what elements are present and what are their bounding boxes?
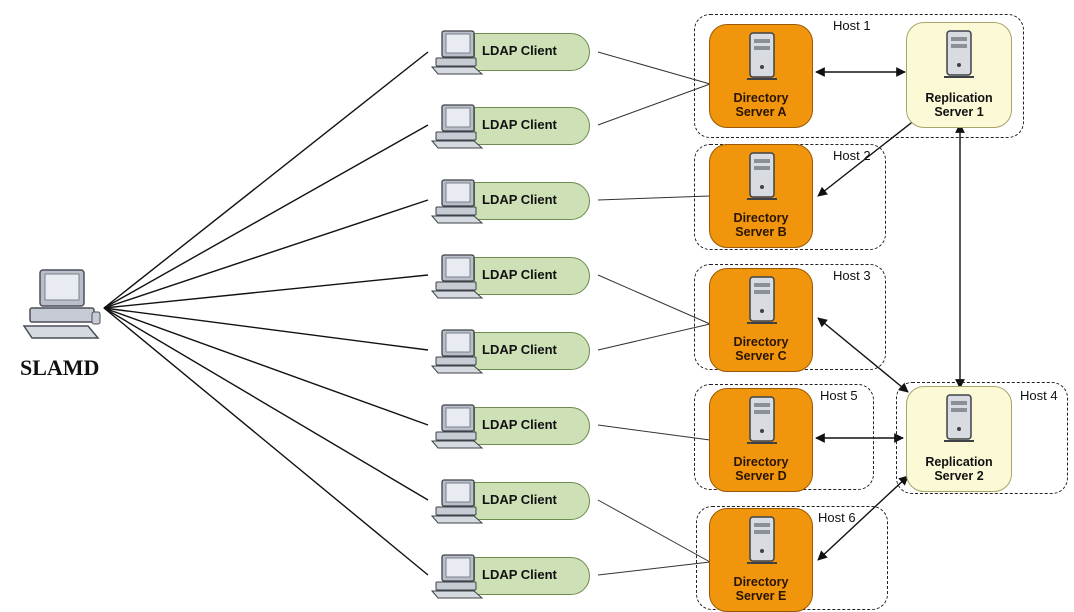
ldap-client-label: LDAP Client (482, 492, 557, 507)
directory-server-d-line2: Server D (735, 469, 787, 483)
directory-server-e-line2: Server E (735, 589, 787, 603)
host-4-box (896, 382, 1068, 494)
ldap-client-8: LDAP Client (430, 553, 590, 599)
ldap-client-label: LDAP Client (482, 117, 557, 132)
ldap-client-4: LDAP Client (430, 253, 590, 299)
directory-server-a-line1: Directory (733, 91, 789, 105)
replication-server-2-line2: Server 2 (934, 469, 984, 483)
ldap-client-pill (474, 482, 590, 520)
host-5-label: Host 5 (820, 388, 858, 403)
ldap-client-label: LDAP Client (482, 567, 557, 582)
replication-server-1-line1: Replication (925, 91, 993, 105)
computer-icon (430, 479, 484, 524)
server-icon (747, 32, 777, 80)
ldap-client-label: LDAP Client (482, 43, 557, 58)
ldap-client-2: LDAP Client (430, 103, 590, 149)
directory-server-d-line1: Directory (733, 455, 789, 469)
server-icon (747, 396, 777, 444)
server-icon (944, 394, 974, 442)
replication-arrows (815, 67, 965, 561)
client-to-server-lines (597, 51, 711, 576)
slamd-to-client-lines (103, 51, 429, 576)
server-icon (747, 516, 777, 564)
ldap-client-6: LDAP Client (430, 403, 590, 449)
ldap-client-3: LDAP Client (430, 178, 590, 224)
directory-server-b-line2: Server B (735, 225, 787, 239)
directory-server-c-line1: Directory (733, 335, 789, 349)
ldap-client-7: LDAP Client (430, 478, 590, 524)
ldap-client-pill (474, 107, 590, 145)
host-6-label: Host 6 (818, 510, 856, 525)
computer-icon (430, 554, 484, 599)
computer-icon (430, 254, 484, 299)
host-2-label: Host 2 (833, 148, 871, 163)
host-3-label: Host 3 (833, 268, 871, 283)
server-icon (747, 152, 777, 200)
computer-icon (430, 404, 484, 449)
ldap-client-5: LDAP Client (430, 328, 590, 374)
host-1-box (694, 14, 1024, 138)
host-1-label: Host 1 (833, 18, 871, 33)
slamd-label: SLAMD (20, 355, 100, 380)
ldap-client-1: LDAP Client (430, 29, 590, 75)
directory-server-e-line1: Directory (733, 575, 789, 589)
ldap-client-label: LDAP Client (482, 417, 557, 432)
ldap-client-pill (474, 182, 590, 220)
slamd-computer-icon (18, 268, 108, 344)
host-4-label: Host 4 (1020, 388, 1058, 403)
directory-server-a-line2: Server A (735, 105, 787, 119)
ldap-client-label: LDAP Client (482, 192, 557, 207)
ldap-client-label: LDAP Client (482, 267, 557, 282)
replication-server-1-line2: Server 1 (934, 105, 984, 119)
server-icon (747, 276, 777, 324)
ldap-client-label: LDAP Client (482, 342, 557, 357)
computer-icon (430, 179, 484, 224)
computer-icon (430, 30, 484, 75)
computer-icon (430, 104, 484, 149)
server-icon (944, 30, 974, 78)
ldap-client-pill (474, 33, 590, 71)
ldap-client-pill (474, 257, 590, 295)
directory-server-b-line1: Directory (733, 211, 789, 225)
computer-icon (430, 329, 484, 374)
directory-server-c-line2: Server C (735, 349, 787, 363)
replication-server-2-line1: Replication (925, 455, 993, 469)
